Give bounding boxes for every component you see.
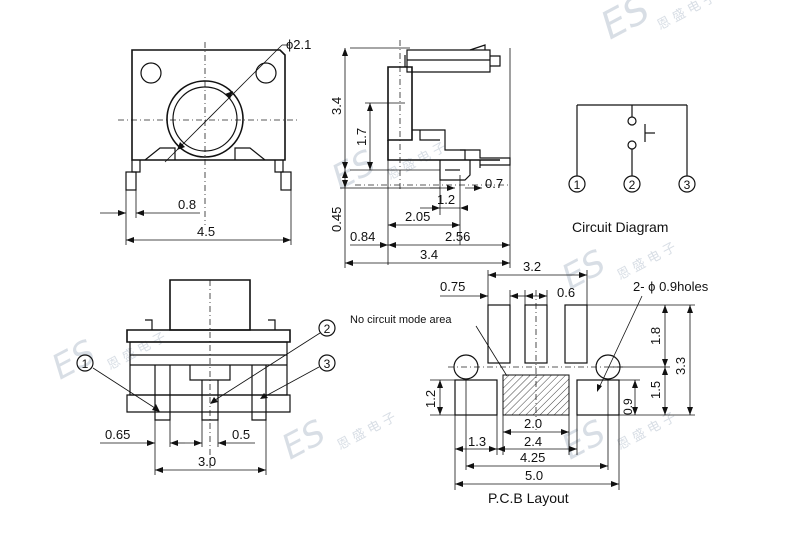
pin-circle-1	[568, 175, 586, 193]
dim-32: 3.2	[523, 259, 541, 274]
dim-24: 2.4	[524, 434, 542, 449]
watermark-text: 恩 盛 电 子	[385, 140, 449, 183]
dim-12: 1.2	[437, 192, 455, 207]
holes-label: 2- ϕ 0.9holes	[633, 279, 709, 294]
dim-09: 0.9	[621, 398, 635, 415]
dim-084: 0.84	[350, 229, 375, 244]
watermark-text: 恩 盛 电 子	[335, 410, 399, 453]
dim-075: 0.75	[440, 279, 465, 294]
side-view: 3.4 1.7 0.45 0.7 1.2 2.05 0.84 2.56	[329, 40, 511, 268]
front-pin-number-1: 1	[82, 357, 89, 371]
dim-total: 4.5	[197, 224, 215, 239]
pin-number-3: 3	[684, 178, 691, 192]
front-pin-circle-3	[318, 354, 336, 372]
pin-number-1: 1	[574, 178, 581, 192]
dim-06: 0.6	[557, 285, 575, 300]
dim-50: 5.0	[525, 468, 543, 483]
pcb-title: P.C.B Layout	[488, 490, 569, 506]
circuit-diagram: 1 2 3 Circuit Diagram	[568, 104, 696, 235]
watermark-logo: ES	[45, 332, 102, 388]
no-circuit-label: No circuit mode area	[350, 314, 452, 326]
pcb-layout: No circuit mode area 2- ϕ 0.9holes 3.2 0…	[350, 259, 709, 506]
front-pin-number-2: 2	[324, 322, 331, 336]
pin-number-2: 2	[629, 178, 636, 192]
dim-205: 2.05	[405, 209, 430, 224]
dim-33: 3.3	[673, 357, 688, 375]
dim-h-mid: 1.7	[354, 128, 369, 146]
dim-34: 3.4	[420, 247, 438, 262]
dim-18: 1.8	[648, 327, 663, 345]
circuit-title: Circuit Diagram	[572, 219, 668, 235]
dim-07: 0.7	[485, 176, 503, 191]
watermark-text: 恩 盛 电 子	[655, 0, 719, 34]
watermark-text: 恩 盛 电 子	[615, 240, 679, 283]
front-pin-circle-2	[318, 319, 336, 337]
dim-30: 3.0	[198, 454, 216, 469]
watermark-text: 恩 盛 电 子	[615, 410, 679, 453]
front-pin-circle-1	[76, 354, 94, 372]
dim-13: 1.3	[468, 434, 486, 449]
dim-20: 2.0	[524, 416, 542, 431]
watermark-logo: ES	[594, 0, 657, 48]
dim-pin-w: 0.8	[178, 197, 196, 212]
dim-425: 4.25	[520, 450, 545, 465]
watermark-logo: ES	[275, 412, 332, 468]
no-circuit-area	[502, 374, 570, 416]
dim-065: 0.65	[105, 427, 130, 442]
top-view: ϕ2.1 0.8 4.5	[100, 37, 311, 245]
dia-label: ϕ2.1	[286, 37, 311, 52]
watermark-text: 恩 盛 电 子	[105, 330, 169, 373]
dim-h-total: 3.4	[329, 97, 344, 115]
dim-12-pcb: 1.2	[423, 390, 438, 408]
front-view: 1 2 3 0.65 0.5 3.0	[76, 279, 336, 475]
watermark-logo: ES	[555, 412, 612, 468]
dim-low: 0.45	[329, 207, 344, 232]
dim-256: 2.56	[445, 229, 470, 244]
pin-circle-3	[678, 175, 696, 193]
dim-05: 0.5	[232, 427, 250, 442]
dim-15: 1.5	[648, 381, 663, 399]
pin-circle-2	[623, 175, 641, 193]
front-pin-number-3: 3	[324, 357, 331, 371]
